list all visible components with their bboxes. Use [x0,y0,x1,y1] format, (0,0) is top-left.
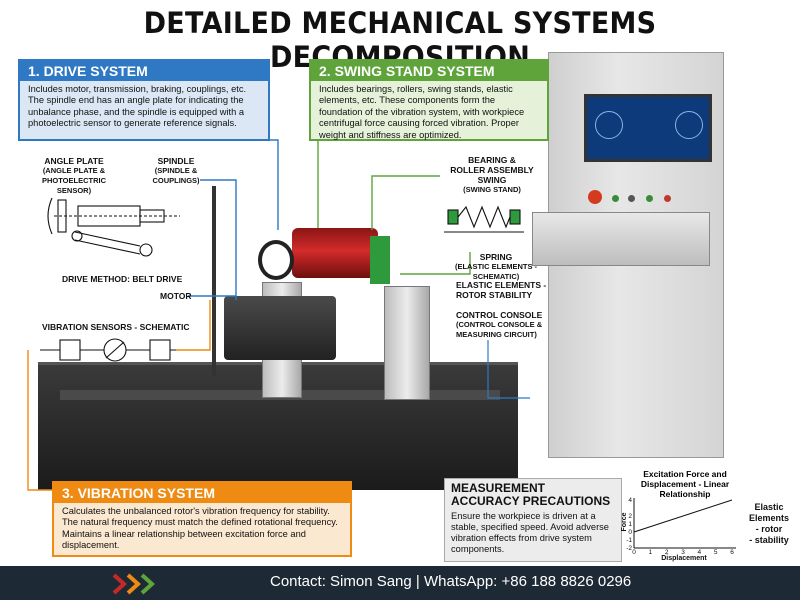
page-title: DETAILED MECHANICAL SYSTEMS DECOMPOSITIO… [143,6,657,74]
chevron-arrows-icon [112,573,155,595]
chart-y-tick: 1 [628,521,632,528]
indicator-light [664,195,671,202]
footer-bar: Contact: Simon Sang | WhatsApp: +86 188 … [0,566,800,600]
control-console-label: CONTROL CONSOLE (CONTROL CONSOLE & MEASU… [456,310,542,340]
chart-x-tick: 4 [698,549,702,556]
chart-x-tick: 3 [681,549,685,556]
vibration-system-panel: 3. VIBRATION SYSTEM Calculates the unbal… [52,481,352,557]
contact-text: Contact: Simon Sang | WhatsApp: +86 188 … [270,573,632,590]
chart-x-tick: 1 [649,549,653,556]
angle-plate-title: ANGLE PLATE [44,156,104,166]
spring-label: SPRING (ELASTIC ELEMENTS - SCHEMATIC) [436,252,556,282]
console-leader-line [487,340,530,399]
drive-motor [224,296,336,360]
drive-method-label: DRIVE METHOD: BELT DRIVE [62,274,183,284]
console-subtitle: (CONTROL CONSOLE & [456,320,543,329]
side-elastic-3: - rotor [755,524,783,534]
sensor-rod [212,186,216,376]
indicator-light [628,195,635,202]
motor-leader-line [200,179,237,300]
rotor [292,228,378,278]
screen-dial-right [675,111,703,139]
drive-system-panel: 1. DRIVE SYSTEM Includes motor, transmis… [18,59,270,141]
chart-title: Excitation Force and Displacement - Line… [640,469,730,499]
chart-series-line [633,499,733,533]
chart-x-tick: 2 [665,549,669,556]
swing-stand-panel: 2. SWING STAND SYSTEM Includes bearings,… [309,59,549,141]
angle-plate-subtitle: (ANGLE PLATE & PHOTOELECTRIC SENSOR) [41,166,107,195]
chart-y-tick: 0 [628,529,632,536]
indicator-light [612,195,619,202]
swing-subtitle: (SWING STAND) [463,185,521,194]
measurement-precautions-panel: MEASUREMENT ACCURACY PRECAUTIONS Ensure … [444,478,622,562]
vibration-system-heading: 3. VIBRATION SYSTEM [54,483,350,503]
side-elastic-4: - stability [749,535,789,545]
chart-y-tick: -2 [626,545,632,552]
bearing-label: BEARING & ROLLER ASSEMBLY SWING (SWING S… [442,155,542,195]
elastic-title-2: ROTOR STABILITY [456,290,533,300]
angle-plate-label: ANGLE PLATE (ANGLE PLATE & PHOTOELECTRIC… [30,156,118,196]
measurement-heading: MEASUREMENT ACCURACY PRECAUTIONS [451,481,611,508]
spindle-schematic [47,197,180,257]
drive-system-heading: 1. DRIVE SYSTEM [20,61,268,81]
chart-x-tick: 0 [632,549,636,556]
vibration-leader-line [27,350,52,491]
chart-y-tick: 2 [628,513,632,520]
bearing-title: BEARING & [468,155,516,165]
side-elastic-2: Elements [748,513,790,523]
swing-stand-body: Includes bearings, rollers, swing stands… [319,84,525,140]
chart-y-tick: -1 [626,537,632,544]
spindle-subtitle: (SPINDLE & COUPLINGS) [152,166,200,185]
right-swing-stand [384,286,430,400]
elastic-title: ELASTIC ELEMENTS - [456,280,547,290]
console-screen [584,94,712,162]
roller-assembly [370,236,390,284]
drive-leader-line [270,139,279,230]
vibration-system-body: Calculates the unbalanced rotor's vibrat… [62,506,338,551]
swing-title: SWING [477,175,507,185]
spindle-title: SPINDLE [157,156,195,166]
vibration-sensors-label: VIBRATION SENSORS - SCHEMATIC [42,322,190,332]
spring-subtitle: (ELASTIC ELEMENTS - SCHEMATIC) [454,262,538,281]
spring-schematic [444,205,524,233]
screen-dial-left [595,111,623,139]
chart-y-label: Force [621,512,628,531]
spring-title: SPRING [479,252,513,262]
angle-plate-disc [258,240,294,280]
elastic-elements-label: ELASTIC ELEMENTS - ROTOR STABILITY [456,280,546,300]
motor-label: MOTOR [160,291,192,301]
chart-y-tick: 4 [628,497,632,504]
bearing-title-2: ROLLER ASSEMBLY [450,165,534,175]
measurement-body: Ensure the workpiece is driven at a stab… [451,511,609,554]
console-shelf [532,212,710,266]
swing-stand-heading: 2. SWING STAND SYSTEM [311,61,547,81]
side-elastic-label: Elastic Elements - rotor - stability [740,502,798,546]
emergency-stop-button [588,190,602,204]
chart-x-tick: 6 [730,549,734,556]
sensor-leader-line [176,300,211,351]
chart-x-label: Displacement [661,555,707,562]
drive-system-body: Includes motor, transmission, braking, c… [28,84,247,129]
indicator-light [646,195,653,202]
spring-leader-line [400,252,471,275]
vibration-sensors-schematic [40,338,176,362]
chart-x-tick: 5 [714,549,718,556]
spindle-label: SPINDLE (SPINDLE & COUPLINGS) [138,156,214,186]
bearing-leader-line [371,175,440,230]
console-subtitle-2: MEASURING CIRCUIT) [456,330,537,339]
side-elastic-1: Elastic [754,502,784,512]
console-title: CONTROL CONSOLE [456,310,543,320]
